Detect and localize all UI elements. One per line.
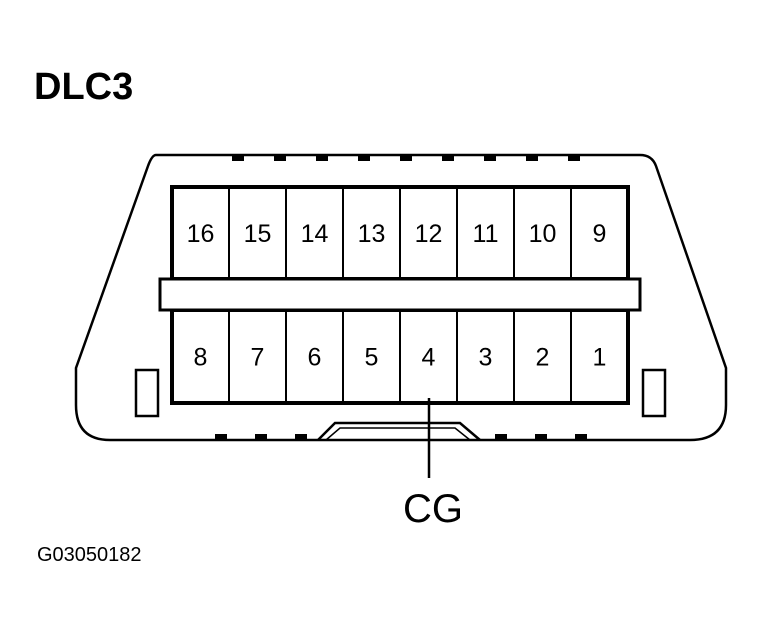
pin-7-label: 7 [251,344,265,372]
housing-rib [568,155,580,161]
housing-rib [274,155,286,161]
top-row-cells: 16 15 14 13 12 11 10 9 [187,187,607,279]
callout-label-cg: CG [403,487,463,531]
housing-rib [442,155,454,161]
pin-2-label: 2 [536,344,550,372]
connector-housing [74,153,728,442]
pin-14-label: 14 [301,220,329,248]
pin-16-label: 16 [187,220,215,248]
pin-15-label: 15 [244,220,272,248]
center-divider-bar [158,277,642,312]
keying-notch [317,421,481,441]
pin-6-label: 6 [308,344,322,372]
pin-4-label: 4 [422,344,436,372]
housing-top-ribs [232,155,580,161]
left-latch-slot [134,368,160,418]
pin-1-label: 1 [593,344,607,372]
pin-10-label: 10 [529,220,557,248]
pin-8-label: 8 [194,344,208,372]
pin-11-label: 11 [473,220,499,248]
housing-rib [495,434,507,440]
pin-5-label: 5 [365,344,379,372]
housing-rib [535,434,547,440]
housing-bottom-ribs [215,434,587,440]
pin-3-label: 3 [479,344,493,372]
diagram-title: DLC3 [34,66,134,108]
housing-rib [295,434,307,440]
housing-rib [526,155,538,161]
housing-rib [316,155,328,161]
pin-9-label: 9 [593,220,607,248]
figure-code: G03050182 [37,544,142,566]
housing-rib [484,155,496,161]
bottom-row-cells: 8 7 6 5 4 3 2 1 [194,310,607,403]
housing-rib [400,155,412,161]
pin-12-label: 12 [415,220,443,248]
housing-rib [575,434,587,440]
keying-notch-inner [325,427,471,441]
pin-13-label: 13 [358,220,386,248]
right-latch-slot [641,368,667,418]
housing-rib [255,434,267,440]
housing-rib [232,155,244,161]
housing-rib [215,434,227,440]
housing-rib [358,155,370,161]
